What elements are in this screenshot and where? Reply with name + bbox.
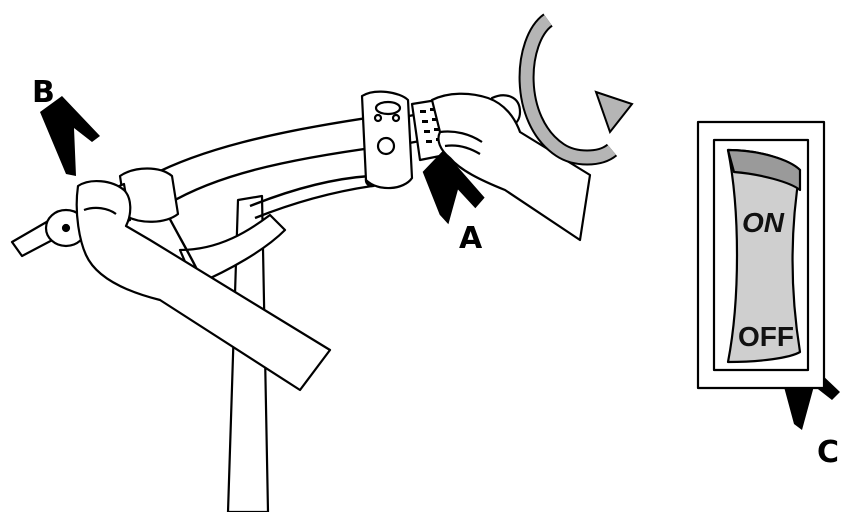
rocker-switch: ON OFF bbox=[696, 120, 826, 390]
right-hand bbox=[430, 92, 592, 242]
left-hand bbox=[75, 180, 332, 392]
switch-on-label: ON bbox=[742, 207, 785, 238]
arrow-to-b bbox=[40, 96, 100, 176]
rotate-clockwise-icon bbox=[518, 13, 634, 166]
arrow-to-a bbox=[422, 150, 485, 225]
switch-off-label: OFF bbox=[738, 321, 794, 352]
callout-a: A bbox=[459, 221, 483, 256]
callout-c: C bbox=[817, 435, 839, 470]
callout-b: B bbox=[32, 75, 55, 110]
